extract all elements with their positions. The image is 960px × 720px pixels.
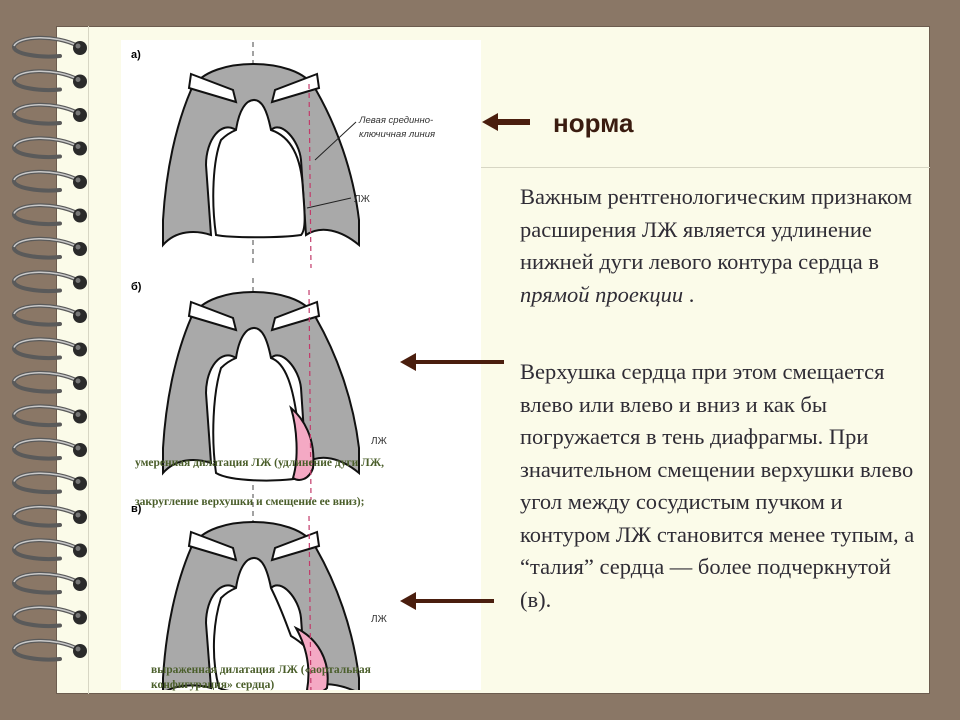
paragraph-1-main: Важным рентгенологическим признаком расш… (520, 184, 913, 274)
caption-b-2: закругление верхушки и смещение ее вниз)… (135, 496, 365, 508)
caption-c-1: выраженная дилатация ЛЖ («аортальная (151, 664, 371, 676)
arrow-left-icon (482, 113, 530, 131)
lv-label-c: ЛЖ (371, 614, 388, 625)
xray-diagrams: а) Левая срединно- ключичная линия ЛЖ б) (131, 42, 435, 699)
diagram-moderate: б) ЛЖ (131, 278, 388, 501)
paragraph-1-tail: . (683, 281, 695, 307)
diagram-normal: а) Левая срединно- ключичная линия ЛЖ (131, 42, 435, 269)
slide-heading: норма (553, 108, 634, 138)
paragraph-1: Важным рентгенологическим признаком расш… (520, 181, 920, 311)
midclavicular-label-1: Левая срединно- (358, 115, 433, 126)
lv-label-b: ЛЖ (371, 436, 388, 447)
paragraph-2: Верхушка сердца при этом смещается влево… (520, 359, 915, 612)
panel-label-b: б) (131, 281, 142, 293)
margin-line (88, 26, 89, 694)
lv-label-a: ЛЖ (354, 194, 371, 205)
diagram-severe: в) ЛЖ (131, 502, 388, 699)
caption-b-1: умеренная дилатация ЛЖ (удлинение дуги Л… (135, 457, 385, 469)
divider-line (476, 167, 930, 168)
notebook-spiral (12, 35, 87, 662)
panel-label-a: а) (131, 49, 141, 61)
panel-label-c: в) (131, 503, 142, 515)
arrow-left-icon (400, 353, 504, 371)
paragraph-1-italic: прямой проекции (520, 281, 684, 307)
xray-diagrams-panel: а) Левая срединно- ключичная линия ЛЖ б) (121, 40, 481, 699)
midclavicular-label-2: ключичная линия (359, 129, 435, 140)
caption-c-2: конфигурация» сердца) (151, 679, 275, 691)
arrow-left-icon (400, 592, 494, 610)
slide-page: а) Левая срединно- ключичная линия ЛЖ б) (56, 26, 930, 699)
